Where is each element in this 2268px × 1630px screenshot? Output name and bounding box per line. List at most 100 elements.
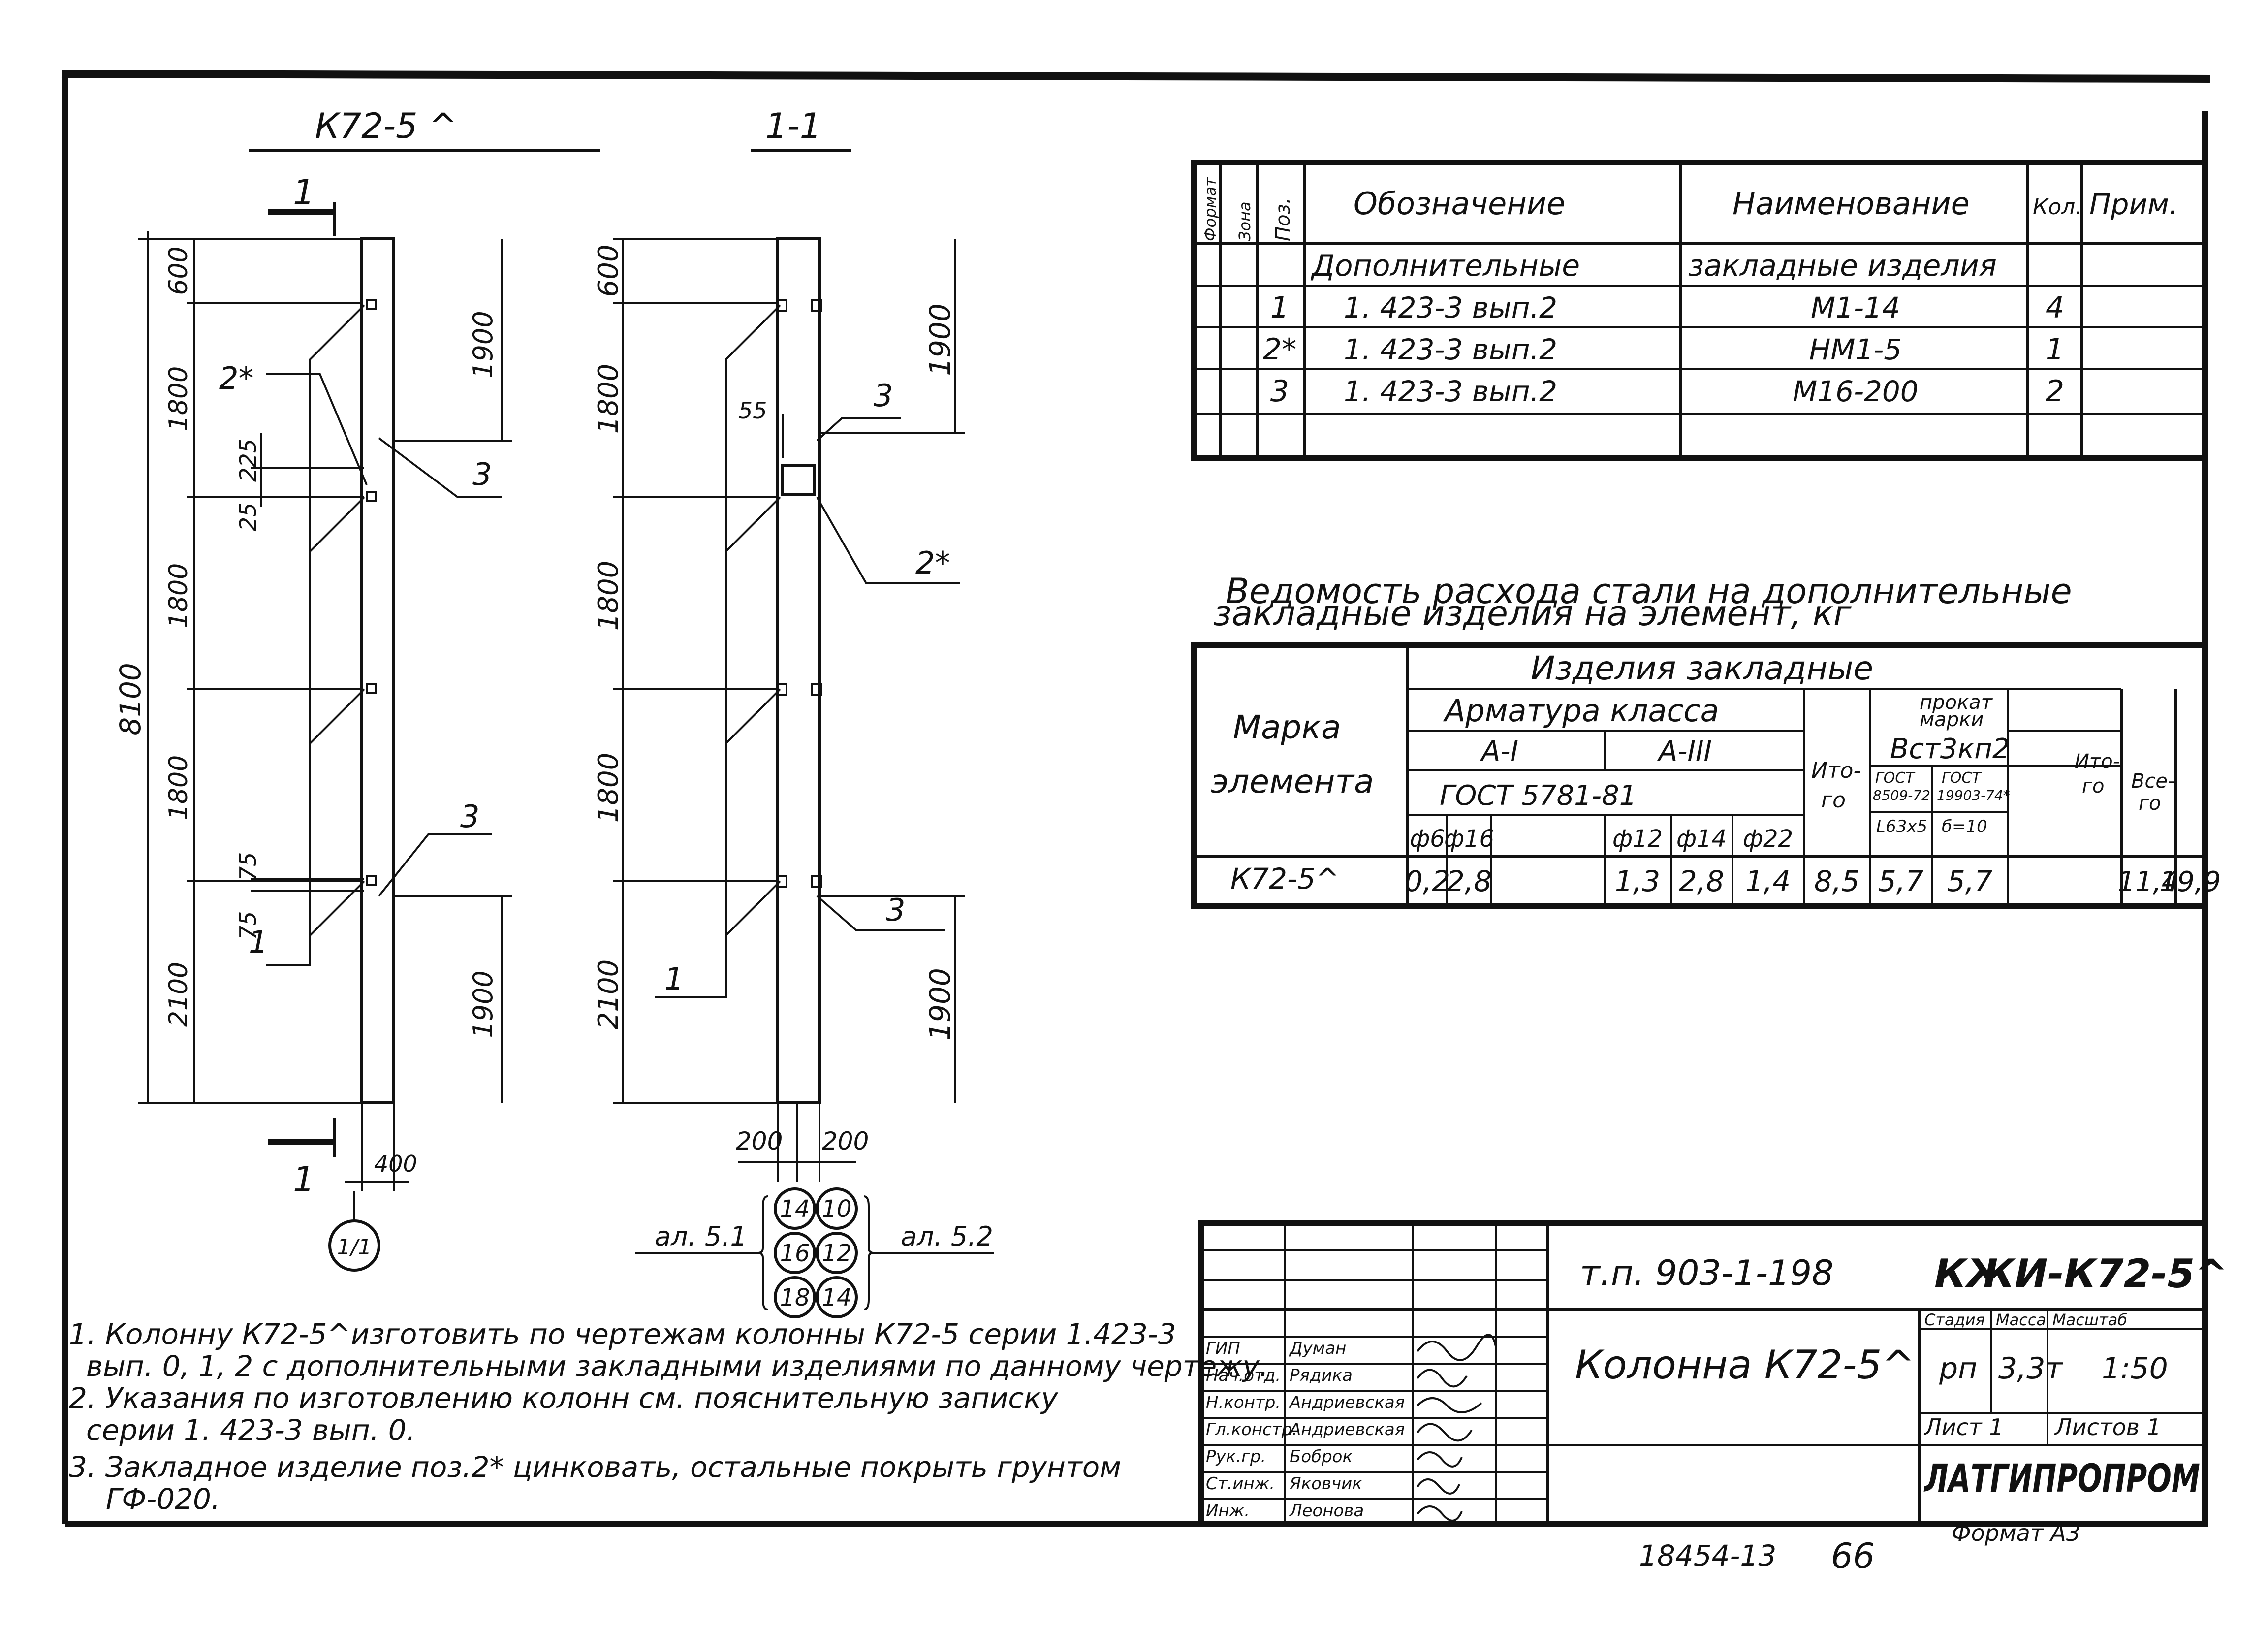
tb-role-5: Ст.инж. (1206, 1474, 1275, 1494)
spec-row-0-pos: 1 (1270, 290, 1289, 325)
note-line-0: 1. Колонну К72-5^изготовить по чертежам … (69, 1317, 1176, 1351)
steel-profile-2: марки (1920, 708, 1984, 731)
steel-row-mark: К72-5^ (1230, 862, 1339, 895)
spec-row-1-pos: 2* (1263, 332, 1296, 367)
circle-1: 10 (821, 1195, 851, 1223)
axis-label: 1/1 (337, 1235, 372, 1260)
tb-title: Колонна К72-5^ (1575, 1342, 1915, 1388)
circle-5: 14 (821, 1284, 851, 1311)
steel-profile-a: L63х5 (1876, 817, 1927, 836)
spec-row-2-qty: 2 (2046, 374, 2064, 409)
spec-section-b: закладные изделия (1688, 249, 1997, 283)
elevation-title: К72-5 ^ (315, 106, 457, 146)
signatures (1417, 1334, 1497, 1522)
tb-scale: 1:50 (2102, 1351, 2168, 1386)
steel-val-4: 2,8 (1679, 864, 1724, 898)
steel-profile-b: б=10 (1942, 817, 1987, 836)
title-block: т.п. 903-1-198 КЖИ-К72-5^ Колонна К72-5^… (1198, 1220, 2228, 1527)
steel-dia-0: ф6 (1410, 825, 1445, 853)
steel-val-1: 2,8 (1447, 864, 1492, 898)
section-title: 1-1 (765, 106, 821, 146)
steel-rebar: Арматура класса (1443, 693, 1719, 729)
steel-val-7: 5,7 (1878, 864, 1923, 898)
tb-name-2: Андриевская (1289, 1393, 1405, 1412)
elevation-view: К72-5 ^ 1 1 8100 600 1800 1800 1800 2100… (114, 106, 600, 1272)
dim-right-1: 1900 (468, 970, 499, 1038)
steel-val-5: 1,4 (1745, 864, 1791, 898)
steel-dia-3: ф12 (1612, 825, 1663, 853)
steel-class-aiii: А-III (1657, 735, 1712, 767)
dim-seg-0: 600 (164, 246, 193, 295)
note-line-1: вып. 0, 1, 2 с дополнительными закладным… (86, 1349, 1268, 1383)
rebar-circles: 14 10 16 12 18 14 (774, 1187, 858, 1318)
sec-dim-right-0: 1900 (923, 303, 957, 376)
note-line-5: ГФ-020. (106, 1482, 220, 1516)
spec-h-qty: Кол. (2033, 194, 2082, 220)
sec-dim-right-1: 1900 (923, 968, 957, 1041)
spec-row-2-pos: 3 (1270, 374, 1289, 409)
circle-4: 18 (780, 1284, 810, 1311)
dim-total: 8100 (114, 663, 147, 735)
callout-pos2: 2* (219, 360, 253, 396)
steel-gost-rebar: ГОСТ 5781-81 (1440, 780, 1637, 812)
sec-dim-gap: 55 (738, 397, 767, 424)
steel-title-2: закладные изделия на элемент, кг (1213, 593, 1852, 634)
steel-gost-a-1: ГОСТ (1875, 769, 1916, 787)
spec-row-1-name: НМ1-5 (1809, 333, 1902, 366)
tb-name-4: Боброк (1290, 1447, 1353, 1467)
ref-left: ал. 5.1 (655, 1221, 747, 1252)
column-section (776, 237, 821, 1104)
steel-vsego-1: Все- (2131, 770, 2174, 793)
steel-table: Ведомость расхода стали на дополнительны… (1191, 571, 2221, 909)
callout-pos3-a: 3 (472, 456, 492, 492)
spec-section-a: Дополнительные (1310, 249, 1580, 283)
sec-dim-seg-0: 600 (593, 245, 625, 297)
dim-small-1: 25 (235, 503, 261, 532)
tb-role-4: Рук.гр. (1206, 1447, 1266, 1467)
dim-seg-1: 1800 (164, 366, 193, 431)
steel-dia-4: ф14 (1676, 825, 1727, 853)
steel-gost-b-2: 19903-74* (1937, 787, 2010, 803)
steel-val-11: 19,9 (2160, 866, 2221, 898)
spec-row-1-qty: 1 (2046, 332, 2064, 367)
tb-sheet: Лист 1 (1923, 1414, 2003, 1440)
circle-0: 14 (780, 1195, 810, 1223)
spec-h-format: Формат (1201, 177, 1220, 241)
steel-val-3: 1,3 (1615, 864, 1660, 898)
tb-role-6: Инж. (1206, 1501, 1250, 1521)
tb-col-mass: Масса (1996, 1310, 2046, 1329)
steel-vsego-2: го (2139, 792, 2161, 815)
dim-seg-4: 2100 (164, 962, 193, 1027)
spec-row-2-name: М16-200 (1793, 375, 1918, 408)
tb-org: ЛАТГИПРОПРОМ (1924, 1457, 2200, 1501)
steel-group: Изделия закладные (1531, 649, 1873, 687)
column-elevation (360, 237, 395, 1104)
steel-mark-2: элемента (1211, 763, 1374, 800)
spec-h-designation: Обозначение (1354, 186, 1565, 222)
tb-role-0: ГИП (1206, 1339, 1240, 1358)
sec-callout-pos3-a: 3 (874, 378, 893, 414)
spec-row-0-desig: 1. 423-3 вып.2 (1344, 291, 1557, 324)
footer: 18454-13 66 Формат А3 (1639, 1520, 2080, 1576)
callout-pos3-b: 3 (460, 799, 479, 834)
sec-callout-pos2: 2* (915, 545, 950, 581)
spec-row-0-qty: 4 (2046, 290, 2064, 325)
steel-itogo-b-2: го (2082, 775, 2105, 798)
tb-stage: рп (1939, 1351, 1977, 1386)
steel-itogo-a-2: го (1821, 788, 1846, 813)
dim-small-0: 225 (235, 439, 261, 482)
tb-role-2: Н.контр. (1206, 1393, 1281, 1412)
ref-right: ал. 5.2 (901, 1221, 993, 1252)
dim-seg-3: 1800 (164, 755, 193, 820)
sec-dim-seg-2: 1800 (593, 561, 625, 631)
spec-row-2-desig: 1. 423-3 вып.2 (1344, 375, 1557, 408)
steel-dia-1: ф16 (1444, 825, 1494, 853)
spec-h-name: Наименование (1732, 186, 1970, 222)
callout-pos1: 1 (249, 924, 268, 960)
steel-class-ai: А-I (1480, 735, 1518, 767)
note-line-2: 2. Указания по изготовлению колонн см. п… (69, 1381, 1058, 1415)
notes: 1. Колонну К72-5^изготовить по чертежам … (69, 1317, 1268, 1516)
dim-width: 400 (374, 1151, 417, 1177)
steel-val-0: 0,2 (1405, 864, 1450, 898)
tb-name-1: Рядика (1290, 1366, 1353, 1385)
